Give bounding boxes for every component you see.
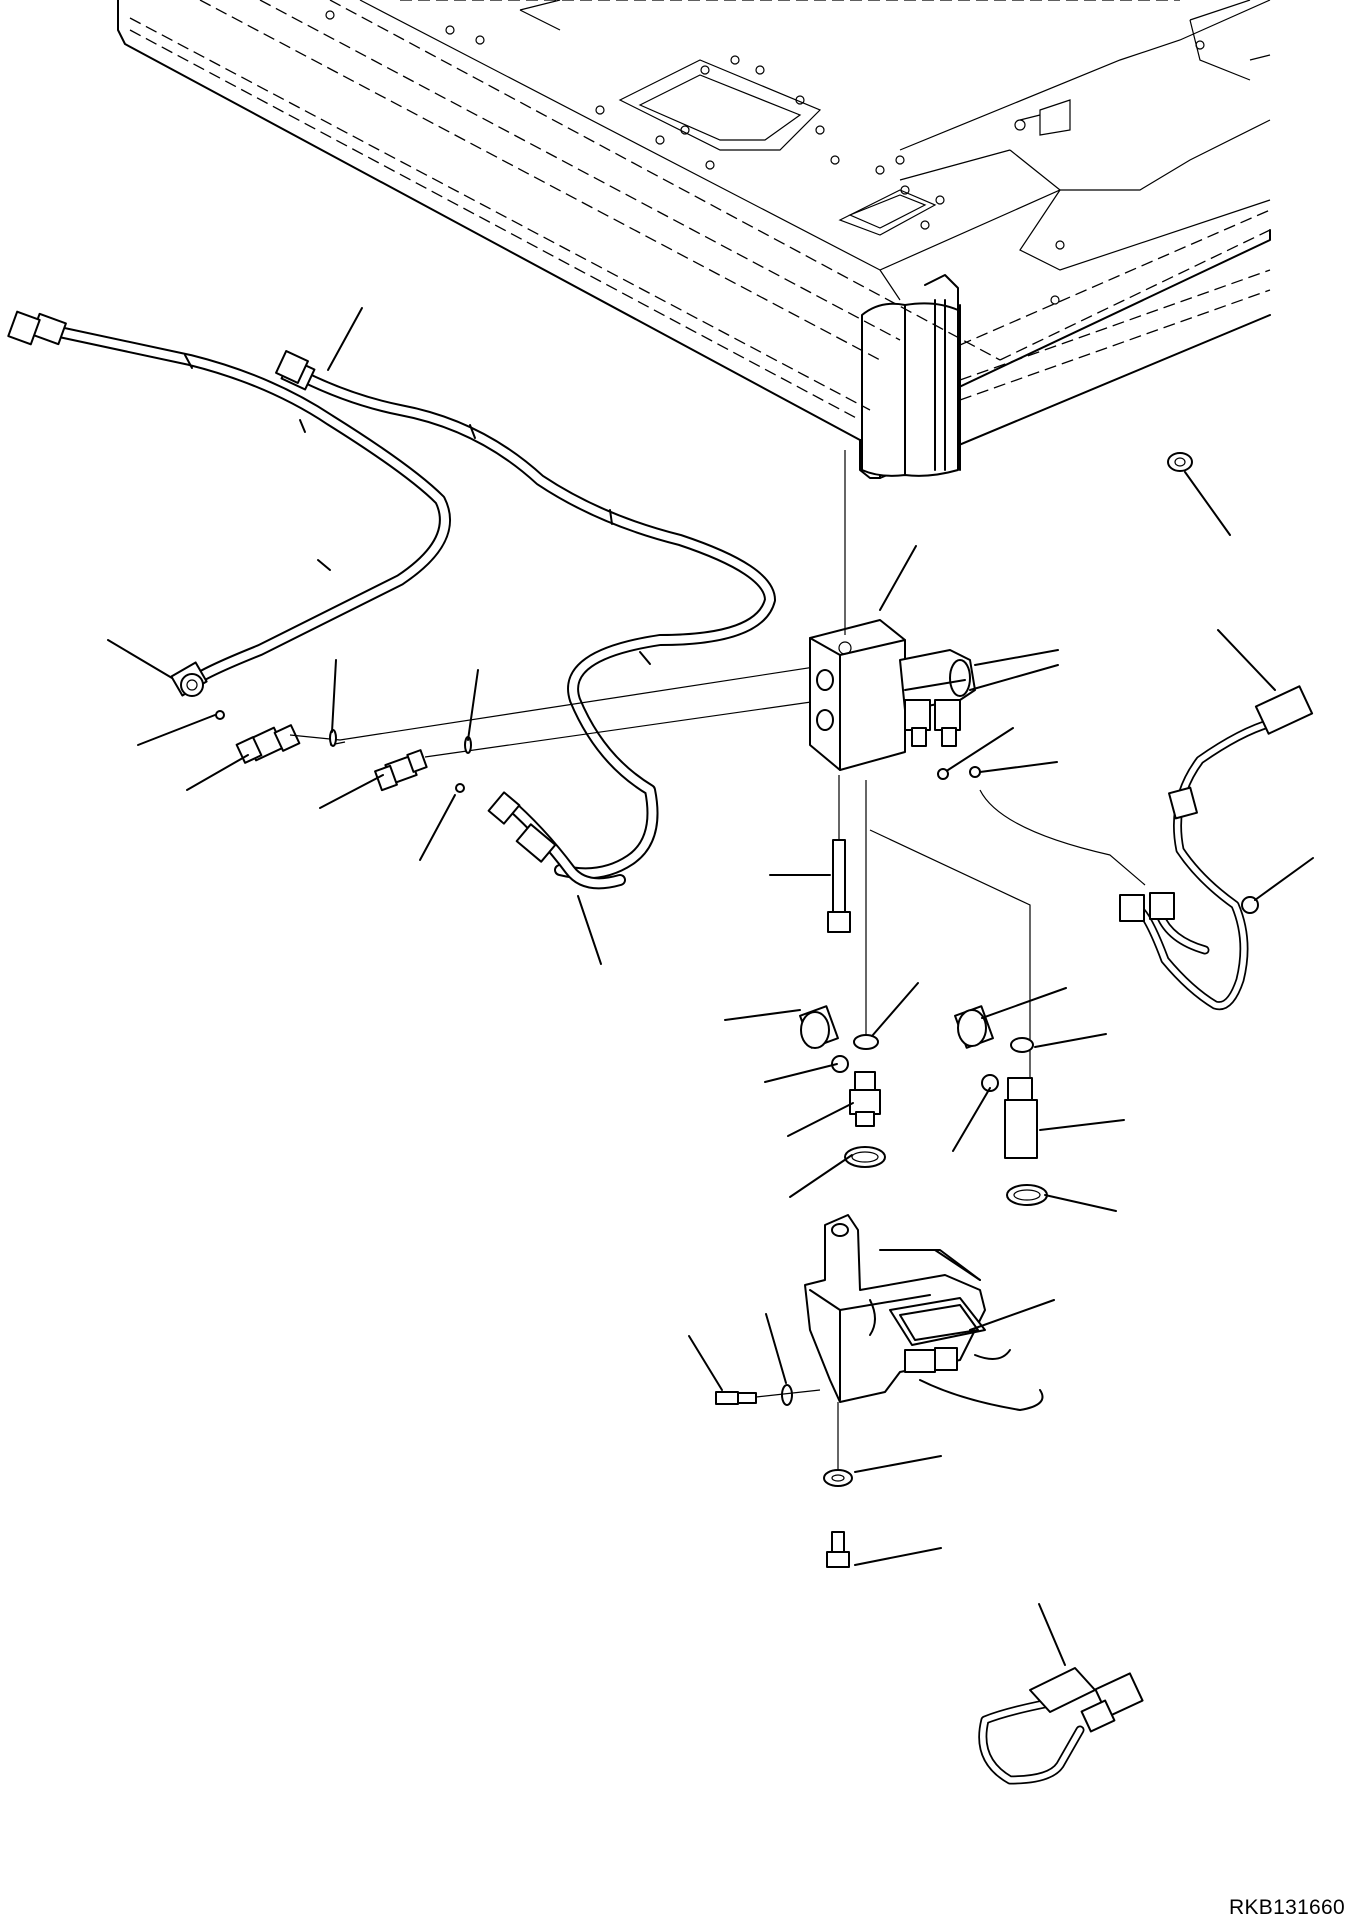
o-rings-left [329,729,472,754]
leader-lines [107,307,1314,1666]
wiring-harness-right [869,685,1314,1080]
wiring-harness-bottom [978,1667,1144,1785]
elbow-fitting-lower [329,694,861,793]
hydraulic-hose-right [275,350,776,880]
clamps [844,1146,1048,1206]
drawing-reference-code: RKB131660 [1229,1896,1345,1919]
small-nuts [937,766,981,780]
adapter-left [799,1005,839,1049]
hydraulic-hose-short [487,791,626,890]
pressure-switch-right [1004,1077,1038,1159]
adapter-right [954,1005,994,1049]
mounting-bolt-long [827,775,851,933]
washer-upper-right [1167,452,1193,472]
elbow-fitting-upper [215,659,861,764]
bracket-side-bolt [715,1384,821,1406]
floor-frame [117,0,1271,479]
bottom-washer-bolt [823,1402,853,1568]
valve-block [809,450,976,771]
o-rings-sensor [831,780,1034,1092]
mounting-bracket [804,1214,1044,1411]
pressure-switch-left [849,1071,881,1127]
hydraulic-hose-left [7,310,451,697]
